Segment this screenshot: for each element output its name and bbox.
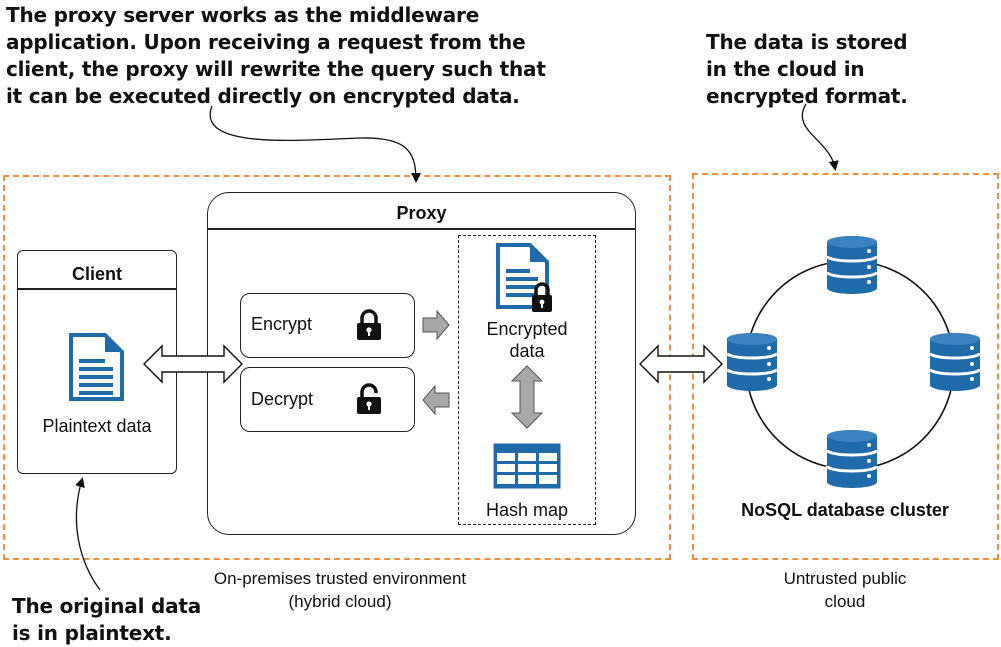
decrypt-step [240,367,415,432]
callout-line: encrypted format. [706,84,908,108]
plaintext-data-label: Plaintext data [42,416,152,436]
decrypt-label: Decrypt [251,389,314,409]
database-icon [928,333,982,391]
proxy-title: Proxy [396,203,447,223]
lock-closed-icon [357,309,381,340]
proxy-title-divider [208,228,635,230]
database-icon [725,333,779,391]
nosql-cluster-label: NoSQL database cluster [741,500,949,520]
callout-line: in the cloud in [706,57,865,81]
encrypted-data-label: Encrypted data [486,319,568,361]
client-callout: The original data is in plaintext. [12,593,201,647]
callout-line: is in plaintext. [12,621,172,645]
callout-line: client, the proxy will rewrite the query… [6,57,546,81]
document-icon [69,333,124,401]
database-icon [825,430,879,488]
callout-line: The proxy server works as the middleware [6,3,480,27]
client-title: Client [71,264,122,284]
proxy-cloud-arrow [639,344,723,384]
hash-map-label: Hash map [485,500,569,520]
proxy-box [207,192,636,535]
callout-line: application. Upon receiving a request fr… [6,30,526,54]
data-to-decrypt-arrow [422,384,450,416]
data-hashmap-arrow [510,365,544,429]
encrypted-storage-region [458,235,596,525]
database-icon [825,236,879,294]
hash-table-icon [493,443,561,489]
client-proxy-arrow [143,344,243,384]
encrypt-step [240,293,415,358]
callout-line: The data is stored [706,30,908,54]
cloud-callout: The data is stored in the cloud in encry… [706,29,908,110]
trusted-zone-label: On-premises trusted environment (hybrid … [213,569,467,611]
encrypted-document-icon [496,243,552,312]
callout-line: it can be executed directly on encrypted… [6,84,520,108]
client-callout-leader [75,477,101,591]
callout-line: The original data [12,594,202,618]
proxy-callout-leader [209,105,421,183]
encrypt-label: Encrypt [251,314,313,334]
lock-open-icon [357,383,381,414]
encrypt-to-data-arrow [422,309,450,341]
proxy-callout: The proxy server works as the middleware… [6,2,546,110]
client-title-divider [18,288,176,290]
untrusted-zone-label: Untrusted public cloud [783,569,907,611]
cloud-callout-leader [801,103,839,171]
